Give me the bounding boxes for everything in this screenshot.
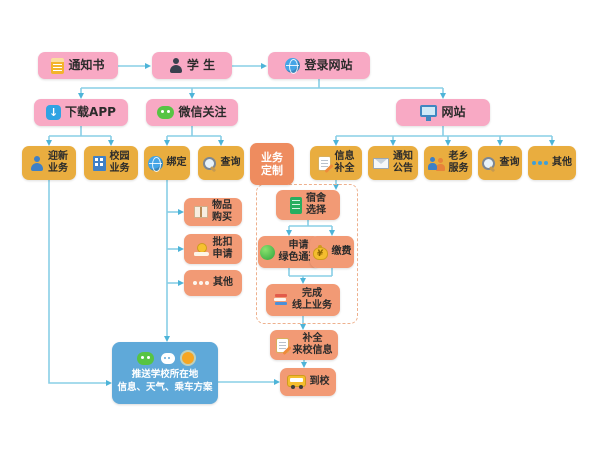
node-website-other: 其他 [528, 146, 576, 180]
wechat-icon [136, 351, 154, 365]
form-pencil-icon [317, 155, 331, 171]
document-icon [51, 57, 65, 74]
node-arrive-school-label: 到校 [309, 376, 330, 387]
bunk-bed-icon [290, 196, 302, 214]
search-icon [202, 156, 217, 171]
panel-push-info-icons [136, 351, 194, 365]
node-notice: 通知书 [38, 52, 118, 79]
globe-icon [147, 155, 163, 172]
node-student-label: 学 生 [186, 58, 216, 73]
package-icon [194, 206, 208, 218]
coin-hand-icon [193, 242, 209, 256]
node-info-completion: 信息 补全 [310, 146, 362, 180]
node-item-purchase: 物品 购买 [184, 198, 242, 226]
node-welcome-service: 迎新 业务 [22, 146, 76, 180]
node-download-app: 下载APP [34, 99, 128, 126]
form-pencil-icon [275, 337, 289, 353]
building-icon [92, 155, 106, 171]
node-bind-label: 绑定 [166, 157, 187, 168]
node-campus-service-label: 校园 业务 [109, 151, 130, 174]
envelope-icon [373, 157, 389, 169]
node-website-query: 查询 [478, 146, 522, 180]
node-wechat-other: 其他 [184, 270, 242, 296]
node-wechat-follow: 微信关注 [146, 99, 238, 126]
person-icon [30, 155, 44, 171]
monitor-icon [420, 104, 438, 121]
sun-icon [181, 352, 194, 365]
node-notice-label: 通知书 [68, 58, 105, 73]
node-complete-online: 完成 线上业务 [266, 284, 340, 316]
globe-icon [285, 58, 301, 74]
money-bag-icon [312, 244, 328, 260]
online-business-group [256, 184, 358, 324]
wechat-icon [157, 106, 175, 119]
node-login-label: 登录网站 [304, 58, 353, 73]
node-batch-deduction-label: 批扣 申请 [212, 237, 233, 260]
node-item-purchase-label: 物品 购买 [212, 200, 232, 223]
node-complete-online-label: 完成 线上业务 [292, 288, 332, 311]
node-wechat-query-label: 查询 [220, 157, 241, 168]
node-green-channel-label: 申请 绿色通道 [278, 240, 319, 263]
node-wechat-query: 查询 [198, 146, 244, 180]
node-info-completion-label: 信息 补全 [334, 151, 355, 174]
node-dorm-selection-label: 宿舍 选择 [306, 193, 326, 216]
people-icon [427, 156, 445, 170]
app-download-icon [46, 105, 62, 120]
bus-icon [286, 374, 306, 389]
node-website-other-label: 其他 [552, 157, 572, 168]
node-fill-arrival-info: 补全 来校信息 [270, 330, 338, 360]
node-wechat-follow-label: 微信关注 [178, 105, 227, 120]
node-campus-service: 校园 业务 [84, 146, 138, 180]
node-payment: 缴费 [310, 236, 354, 268]
chat-bubble-icon [160, 352, 175, 364]
node-hometown-service: 老乡 服务 [424, 146, 472, 180]
node-business-custom: 业务 定制 [250, 143, 294, 185]
node-website: 网站 [396, 99, 490, 126]
node-welcome-service-label: 迎新 业务 [48, 151, 68, 174]
node-hometown-service-label: 老乡 服务 [448, 151, 469, 174]
cards-icon [274, 293, 288, 307]
node-dorm-selection: 宿舍 选择 [276, 190, 340, 220]
node-student: 学 生 [152, 52, 232, 79]
node-batch-deduction: 批扣 申请 [184, 234, 242, 264]
node-bind: 绑定 [144, 146, 190, 180]
node-download-app-label: 下载APP [65, 105, 116, 120]
node-announcements: 通知 公告 [368, 146, 418, 180]
dots-icon [193, 281, 209, 285]
node-payment-label: 缴费 [331, 246, 352, 257]
panel-push-info-text: 推送学校所在地 信息、天气、乘车方案 [117, 369, 212, 395]
node-business-custom-label: 业务 定制 [261, 150, 283, 177]
node-website-label: 网站 [441, 105, 466, 120]
panel-push-info: 推送学校所在地 信息、天气、乘车方案 [112, 342, 218, 404]
node-arrive-school: 到校 [280, 368, 336, 396]
student-icon [169, 58, 183, 73]
node-login: 登录网站 [268, 52, 370, 79]
node-green-channel: 申请 绿色通道 [258, 236, 320, 268]
panel-push-info-line1: 推送学校所在地 [131, 368, 199, 380]
panel-push-info-line2: 信息、天气、乘车方案 [117, 381, 213, 393]
dots-icon [532, 161, 548, 165]
node-fill-arrival-info-label: 补全 来校信息 [292, 333, 333, 356]
green-circle-icon [259, 244, 275, 260]
node-website-query-label: 查询 [499, 157, 520, 168]
search-icon [481, 156, 496, 171]
node-announcements-label: 通知 公告 [393, 151, 413, 174]
node-wechat-other-label: 其他 [213, 277, 233, 288]
